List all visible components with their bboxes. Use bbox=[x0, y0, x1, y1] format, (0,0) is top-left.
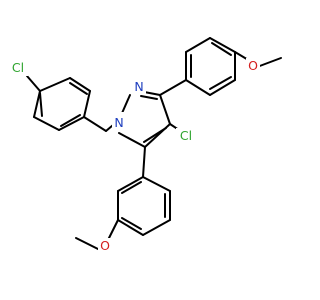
o-right-bg bbox=[246, 58, 260, 74]
chlorine-atom-label: Cl bbox=[12, 60, 24, 75]
bond-line bbox=[69, 77, 91, 92]
n-top-bg bbox=[132, 79, 146, 95]
bond-line bbox=[159, 79, 187, 96]
bond-line bbox=[117, 219, 144, 236]
bond-line bbox=[83, 116, 107, 132]
bond-line bbox=[33, 90, 41, 118]
bond-line bbox=[159, 94, 171, 125]
nitrogen-atom-label: N bbox=[114, 115, 123, 130]
bond-line bbox=[185, 37, 211, 53]
bond-line bbox=[143, 127, 167, 143]
bond-line bbox=[142, 146, 146, 178]
nitrogen-atom-label: N bbox=[134, 79, 143, 94]
o-bottom-bg bbox=[98, 238, 112, 254]
bond-line bbox=[209, 76, 232, 90]
bond-line bbox=[69, 82, 88, 95]
bond-line bbox=[60, 114, 81, 127]
bond-line bbox=[26, 75, 41, 92]
bond-line bbox=[209, 79, 236, 96]
bond-line bbox=[142, 219, 171, 236]
bond-line bbox=[83, 90, 91, 118]
bond-line bbox=[107, 219, 119, 241]
bond-line bbox=[211, 42, 232, 56]
bond-line bbox=[142, 176, 171, 192]
bond-line bbox=[140, 95, 158, 100]
bond-line bbox=[39, 77, 71, 92]
cl-top-left-bg bbox=[8, 60, 28, 76]
bond-line bbox=[121, 181, 142, 194]
n-ring-bg bbox=[112, 112, 126, 130]
bond-line bbox=[118, 132, 146, 148]
oxygen-atom-label: O bbox=[248, 58, 258, 73]
bond-line bbox=[256, 57, 282, 68]
oxygen-atom-label: O bbox=[100, 238, 110, 253]
bond-line bbox=[58, 116, 85, 131]
structure-drawing: Cl N N Cl O O bbox=[8, 37, 282, 254]
chlorine-atom-label: Cl bbox=[180, 128, 192, 143]
bond-line bbox=[39, 92, 43, 117]
bond-line bbox=[121, 217, 142, 230]
bond-line bbox=[185, 79, 211, 96]
bond-line bbox=[75, 237, 101, 251]
molecule-canvas: Cl N N Cl O O bbox=[8, 37, 282, 254]
cl-ring-bg bbox=[176, 128, 196, 144]
bond-line bbox=[33, 116, 60, 131]
bond-layer bbox=[26, 37, 282, 251]
bond-line bbox=[117, 176, 144, 192]
atom-label-layer: Cl N N Cl O O bbox=[8, 58, 260, 254]
bond-line bbox=[209, 37, 236, 53]
